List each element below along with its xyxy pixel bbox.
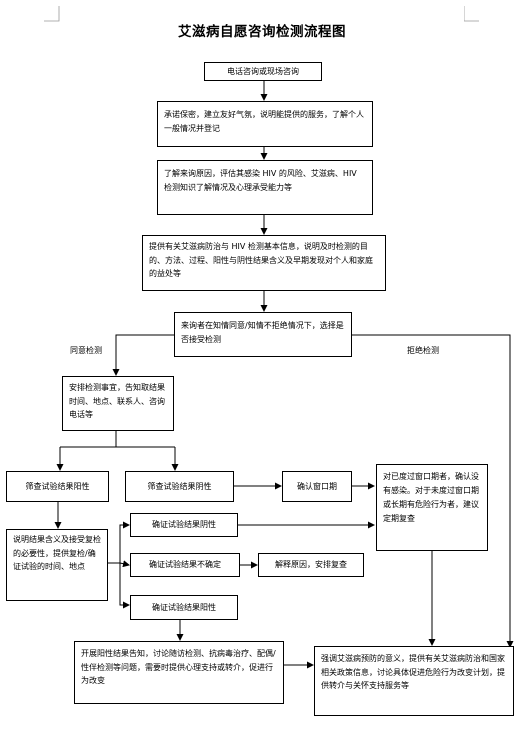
step-positive-care: 开展阳性结果告知，讨论随访检测、抗病毒治疗、配偶/性伴检测等问题，需要时提供心理… <box>74 641 284 704</box>
step-confirm-negative: 确证试验结果阴性 <box>130 513 238 537</box>
confirm-window-text: 确认窗口期 <box>297 481 337 491</box>
page-title: 艾滋病自愿咨询检测流程图 <box>178 24 346 40</box>
step-confirm-uncertain: 确证试验结果不确定 <box>130 553 240 577</box>
screen-positive-text: 筛查试验结果阳性 <box>25 481 90 491</box>
step-confirm-positive: 确证试验结果阳性 <box>130 595 238 620</box>
step-phone-consult: 电话咨询或现场咨询 <box>204 62 322 81</box>
step-consent: 来询者在知情同意/知情不拒绝情况下，选择是否接受检测 <box>174 312 352 357</box>
crop-mark-top-left <box>44 6 60 22</box>
confirm-negative-text: 确证试验结果阴性 <box>152 520 216 530</box>
label-refuse-test: 拒绝检测 <box>407 346 439 355</box>
step-screen-positive: 筛查试验结果阳性 <box>6 471 109 502</box>
explain-retest-text: 解释原因，安排复查 <box>275 560 347 570</box>
label-agree-test: 同意检测 <box>70 346 102 355</box>
step-emphasize-prevention: 强调艾滋病预防的意义，提供有关艾滋病防治和国家相关政策信息，讨论具体促进危险行为… <box>314 646 514 716</box>
step-provide-info: 提供有关艾滋病防治与 HIV 检测基本信息，说明及时检测的目的、方法、过程、阳性… <box>142 235 386 291</box>
confirm-uncertain-text: 确证试验结果不确定 <box>149 560 221 570</box>
step-arrange-test: 安排检测事宜，告知取结果时间、地点、联系人、咨询电话等 <box>62 376 174 431</box>
step-explain-result: 说明结果含义及接受复检的必要性，提供复检/确证试验的时间、地点 <box>6 529 108 601</box>
step-window-advice: 对已度过窗口期者，确认没有感染。对于未度过窗口期或长期有危险行为者，建议定期复查 <box>376 464 488 551</box>
step-confirm-window: 确认窗口期 <box>282 471 352 502</box>
step-screen-negative: 筛查试验结果阴性 <box>125 471 234 502</box>
screen-negative-text: 筛查试验结果阴性 <box>147 481 212 491</box>
step-promise: 承诺保密，建立友好气氛，说明能提供的服务，了解个人一般情况并登记 <box>157 101 373 147</box>
step-reason: 了解来询原因，评估其感染 HIV 的风险、艾滋病、HIV 检测知识了解情况及心理… <box>157 160 373 215</box>
confirm-positive-text: 确证试验结果阳性 <box>152 602 216 612</box>
step-explain-retest: 解释原因，安排复查 <box>258 553 364 577</box>
crop-mark-top-right <box>464 6 479 22</box>
